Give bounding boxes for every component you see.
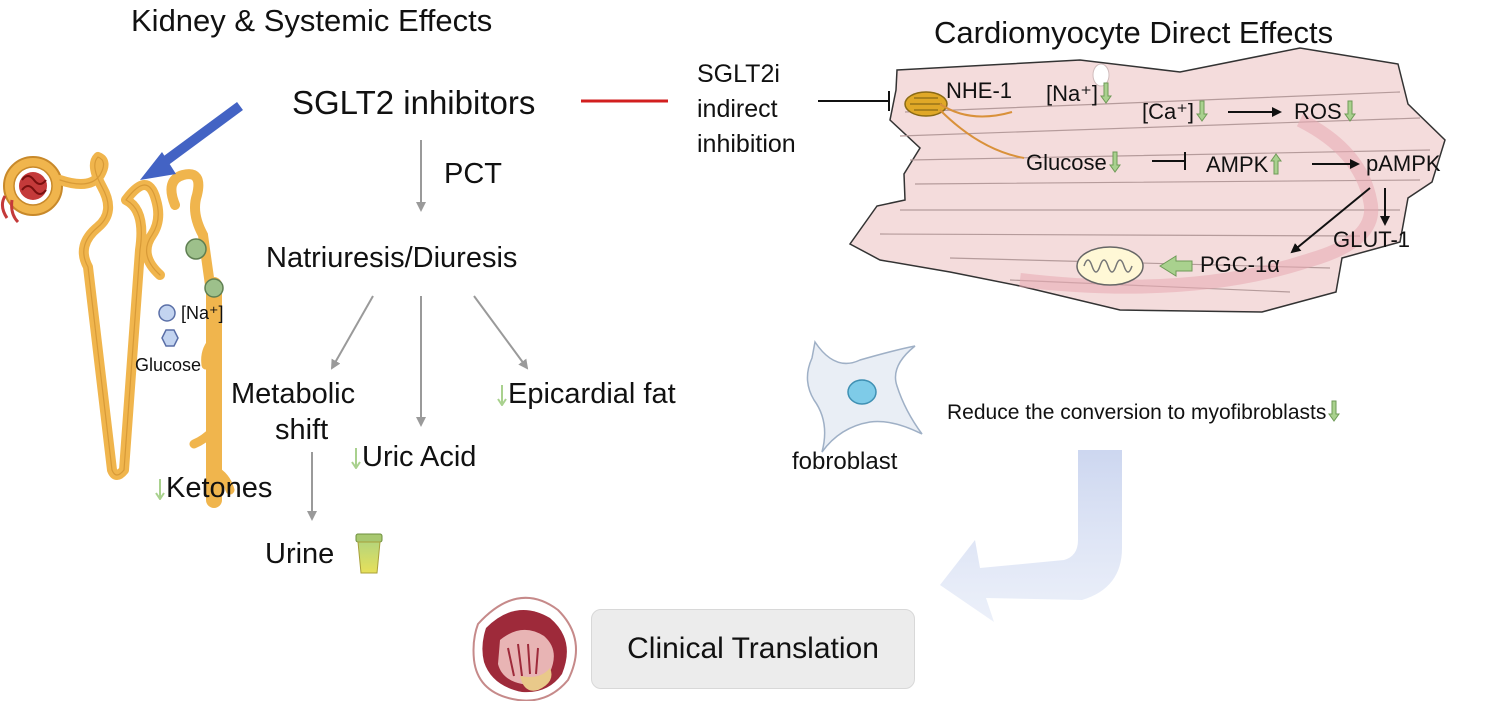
metabolic-shift-label-line1: Metabolic [231, 378, 356, 410]
mitochondrion-icon [1076, 246, 1144, 286]
cell-na-text: [Na⁺] [1046, 81, 1098, 106]
uric-acid-label: Uric Acid [348, 443, 476, 472]
epicardial-fat-label: Epicardial fat [494, 380, 676, 409]
nhe1-transporter-icon [904, 91, 948, 117]
green-left-arrow [1159, 255, 1193, 277]
ros-label: ROS [1294, 100, 1356, 123]
urine-label: Urine [265, 538, 335, 570]
flow-arrows [307, 140, 529, 521]
thin-down-arrow-icon [351, 448, 361, 469]
urine-cup-icon [355, 533, 383, 574]
ampk-label: AMPK [1206, 152, 1283, 177]
clinical-translation-box: Clinical Translation [591, 609, 915, 689]
ketones-text: Ketones [166, 472, 273, 504]
green-down-arrow-icon [1343, 100, 1356, 122]
kidney-na-label: [Na⁺] [181, 303, 224, 323]
ros-text: ROS [1294, 99, 1342, 124]
green-down-arrow-icon [1328, 400, 1341, 422]
thin-down-arrow-icon [155, 479, 165, 500]
nephron-illustration [0, 152, 235, 508]
myofibroblast-effect-text: Reduce the conversion to myofibroblasts [947, 401, 1327, 424]
sglt2i-label-line3: inhibition [697, 130, 796, 158]
sglt2i-label-line2: indirect [697, 95, 778, 123]
cell-glucose-text: Glucose [1026, 150, 1107, 175]
pgc1a-label: PGC-1α [1200, 252, 1280, 277]
metabolic-shift-label-line2: shift [275, 414, 329, 446]
pampk-label: pAMPK [1366, 151, 1441, 176]
nhe1-label: NHE-1 [946, 78, 1013, 103]
ampk-text: AMPK [1206, 152, 1269, 177]
cell-ca-text: [Ca⁺] [1142, 99, 1194, 124]
cardiomyocyte-cell [848, 47, 1446, 313]
epicardial-fat-text: Epicardial fat [508, 378, 676, 410]
cell-glucose-label: Glucose [1026, 151, 1121, 174]
natriuresis-label: Natriuresis/Diuresis [266, 242, 518, 274]
cell-na-label: [Na⁺] [1046, 82, 1112, 105]
green-down-arrow-icon [1099, 82, 1112, 104]
cell-ca-label: [Ca⁺] [1142, 100, 1208, 123]
sglt2i-label-line1: SGLT2i [697, 60, 780, 88]
ketones-label: Ketones [152, 474, 272, 503]
sglt2-inhibitors-label: SGLT2 inhibitors [292, 84, 536, 121]
glut1-label: GLUT-1 [1333, 227, 1411, 252]
myofibroblast-effect-label: Reduce the conversion to myofibroblasts [947, 400, 1341, 424]
fibroblast-cell-icon [806, 340, 923, 453]
green-down-arrow-icon [1195, 100, 1208, 122]
header-cardiomyocyte: Cardiomyocyte Direct Effects [934, 15, 1334, 50]
thin-down-arrow-icon [497, 385, 507, 406]
blue-arrow [153, 101, 243, 173]
green-down-arrow-icon [1108, 151, 1121, 173]
green-up-arrow-icon [1270, 153, 1283, 175]
header-kidney-systemic: Kidney & Systemic Effects [131, 3, 493, 38]
blue-arrowhead [140, 152, 176, 180]
fibroblast-label: fobroblast [792, 448, 898, 475]
uric-acid-text: Uric Acid [362, 441, 477, 473]
large-curved-arrow [940, 450, 1122, 622]
cell-pathway-arrows [1152, 107, 1390, 254]
pct-label: PCT [444, 158, 502, 190]
clinical-translation-label: Clinical Translation [627, 632, 879, 665]
heart-section-icon [472, 596, 577, 701]
kidney-glucose-label: Glucose [135, 355, 202, 375]
